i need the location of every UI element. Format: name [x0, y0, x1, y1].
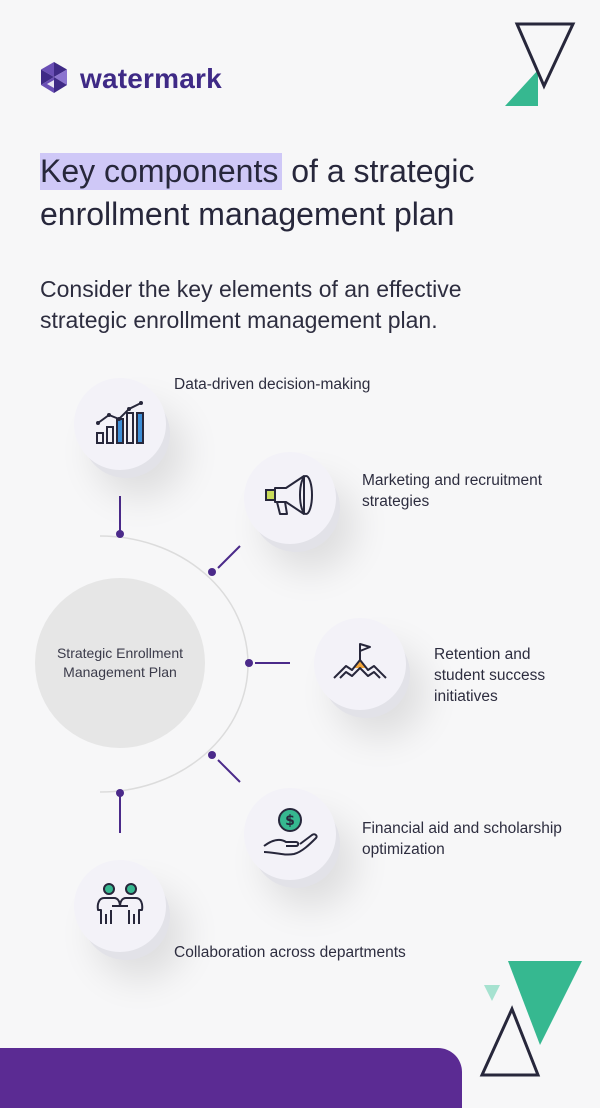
two-people-icon	[96, 883, 144, 924]
decorative-triangles-top	[505, 22, 576, 106]
component-icon-circle	[74, 378, 166, 470]
brand-name: watermark	[80, 63, 222, 94]
connector-dot	[208, 568, 216, 576]
diagram-connectors	[99, 496, 290, 833]
mountain-flag-icon	[333, 643, 387, 679]
watermark-mark-icon	[41, 62, 67, 93]
component-label: Collaboration across departments	[174, 944, 406, 961]
component-icon-circle	[244, 452, 336, 544]
component-icon-circle	[314, 618, 406, 710]
connector-dot	[116, 530, 124, 538]
hand-dollar-coin-icon: $	[263, 808, 318, 856]
footer-bar	[0, 1048, 462, 1108]
title-rest: of a strategic enrollment management pla…	[40, 153, 475, 232]
title-highlight: Key components	[40, 153, 283, 190]
page-subtitle: Consider the key elements of an effectiv…	[40, 276, 462, 333]
component-icon-circle	[74, 860, 166, 952]
component-label: Marketing and recruitment strategies	[362, 472, 543, 510]
component-icon-circle: $	[244, 788, 336, 880]
center-node-label: Strategic Enrollment Management Plan	[56, 645, 184, 680]
components-diagram: Strategic Enrollment Management Plan Dat…	[0, 360, 600, 1000]
connector-dot	[116, 789, 124, 797]
megaphone-icon	[265, 475, 313, 515]
connector-dot	[245, 659, 253, 667]
component-label: Data-driven decision-making	[174, 376, 371, 393]
decorative-triangles-bottom	[479, 961, 582, 1077]
watermark-logo: watermark	[38, 62, 222, 96]
page-title: Key components of a strategic enrollment…	[40, 150, 520, 236]
connector-dot	[208, 751, 216, 759]
bar-chart-trend-icon	[96, 401, 144, 444]
component-label: Financial aid and scholarship optimizati…	[362, 820, 562, 858]
component-label: Retention and student success initiative…	[434, 646, 546, 705]
svg-text:$: $	[285, 813, 295, 829]
center-node: Strategic Enrollment Management Plan	[35, 578, 205, 748]
